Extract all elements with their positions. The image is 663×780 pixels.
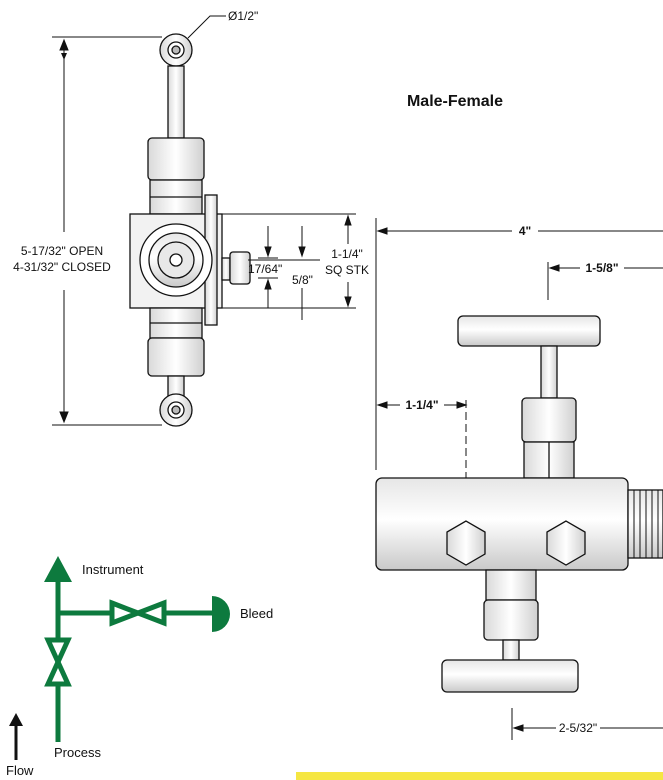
pipe-diameter-label: Ø1/2" [228, 9, 258, 23]
overall-width-label: 4" [519, 224, 531, 238]
left-dimension-lines [52, 15, 356, 426]
top-tube [167, 65, 185, 139]
right-dimension-lines [375, 218, 663, 740]
bottom-nut [147, 337, 205, 377]
bleed-valve-left [109, 599, 145, 627]
port-offset-label: 5/8" [292, 273, 313, 287]
instrument-label: Instrument [82, 562, 144, 577]
flow-label: Flow [6, 763, 34, 778]
bleed-cap [212, 596, 230, 632]
bleed-valve-right [131, 599, 167, 627]
bottom-offset-label: 2-5/32" [559, 721, 597, 735]
handle-offset-label: 1-5/8" [585, 261, 618, 275]
length-closed-label: 4-31/32" CLOSED [13, 260, 111, 274]
flow-arrow-icon [9, 713, 23, 760]
front-view [375, 315, 663, 693]
right-hex-plug [546, 520, 586, 566]
side-view [129, 33, 251, 427]
instrument-arrow [44, 556, 72, 582]
bottom-bonnet [483, 599, 539, 641]
flow-schematic [44, 578, 226, 742]
isolation-valve-top [44, 637, 72, 669]
stock-note-label: SQ STK [325, 263, 369, 277]
highlight-bar [296, 772, 663, 780]
inlet-offset-label: 1-1/4" [405, 398, 438, 412]
top-bonnet [521, 397, 577, 443]
process-label: Process [54, 745, 101, 760]
bleed-offset-label: 17/64" [248, 262, 282, 276]
left-hex-plug [446, 520, 486, 566]
front-body [375, 477, 629, 571]
top-nut [147, 137, 205, 181]
stock-size-label: 1-1/4" [331, 247, 363, 261]
bleed-port [229, 251, 251, 285]
length-open-label: 5-17/32" OPEN [21, 244, 103, 258]
top-handle [457, 315, 601, 347]
bottom-handle [441, 659, 579, 693]
bleed-label: Bleed [240, 606, 273, 621]
isolation-valve-bottom [44, 655, 72, 687]
drawing-title: Male-Female [407, 93, 503, 110]
